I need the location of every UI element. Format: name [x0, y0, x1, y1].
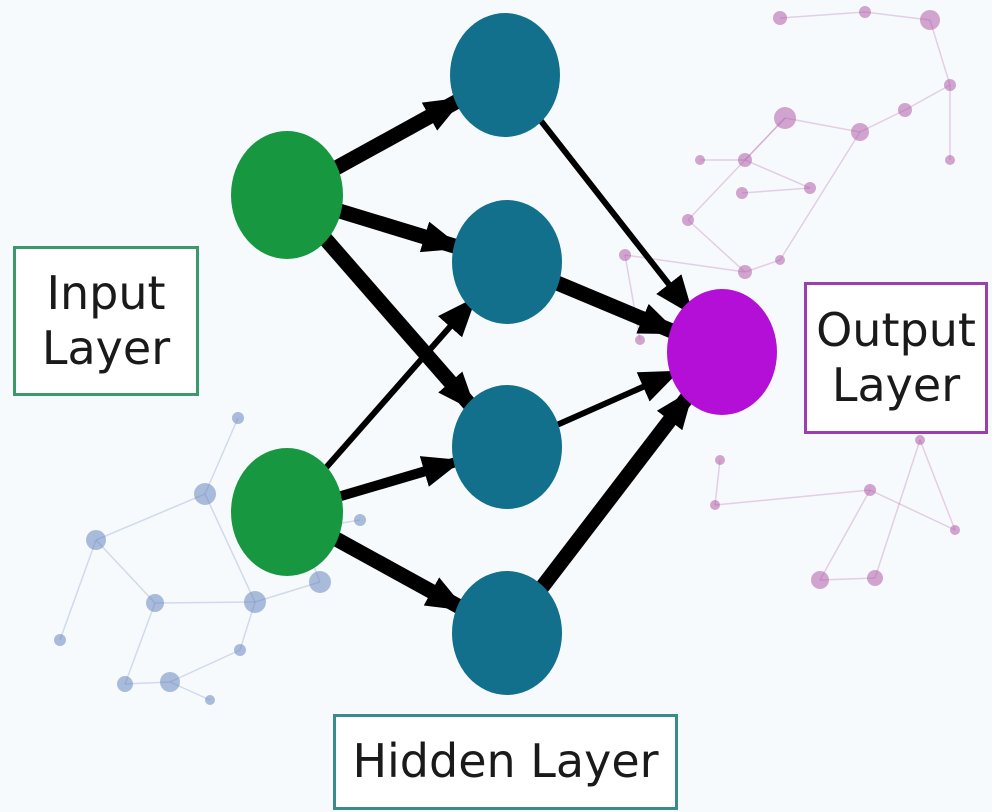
background-dot: [738, 153, 752, 167]
background-dot: [635, 335, 645, 345]
background-dot: [619, 249, 631, 261]
nodes-group: [231, 13, 777, 695]
background-link: [714, 459, 721, 506]
input-layer-label: Input Layer: [13, 246, 199, 396]
background-link: [919, 439, 956, 531]
background-dot: [234, 644, 246, 656]
background-link: [169, 649, 241, 683]
background-link: [784, 117, 861, 133]
background-dot: [232, 412, 244, 424]
connection-input-1-to-hidden-1: [325, 93, 465, 179]
background-link: [95, 493, 206, 541]
connection-hidden-2-to-output-1: [547, 273, 680, 339]
background-link: [741, 187, 811, 194]
background-link: [204, 493, 256, 603]
background-dot: [738, 265, 752, 279]
background-link: [819, 489, 871, 581]
background-link: [154, 601, 256, 604]
output-label-line-2: Layer: [831, 358, 961, 412]
background-link: [779, 131, 861, 261]
background-dot: [117, 676, 133, 692]
hidden-layer-label: Hidden Layer: [333, 714, 678, 810]
background-link: [254, 581, 321, 603]
connection-input-1-to-hidden-2: [330, 201, 463, 254]
connections-group: [312, 93, 697, 615]
background-dot: [354, 514, 366, 526]
connection-hidden-3-to-output-1: [548, 370, 680, 431]
background-dot: [944, 79, 956, 91]
output-label-line-1: Output: [816, 302, 976, 357]
connection-input-2-to-hidden-2: [316, 296, 477, 479]
background-link: [929, 19, 951, 86]
background-dot: [146, 594, 164, 612]
background-dot: [774, 107, 796, 129]
hidden-4-node: [452, 571, 562, 695]
background-dot: [851, 123, 869, 141]
background-dot: [244, 591, 266, 613]
connection-hidden-1-to-output-1: [531, 109, 694, 316]
background-link: [744, 159, 811, 189]
background-dot: [682, 214, 694, 226]
connection-input-2-to-hidden-4: [325, 528, 467, 615]
output-1-node: [667, 289, 777, 415]
background-dot: [945, 155, 955, 165]
background-dot: [194, 483, 216, 505]
background-dot: [811, 571, 829, 589]
background-dot: [867, 570, 883, 586]
background-dot: [710, 500, 720, 510]
background-dot: [898, 103, 912, 117]
background-dot: [205, 695, 215, 705]
background-dot: [736, 187, 748, 199]
background-link: [869, 489, 956, 531]
background-dot: [859, 6, 871, 18]
connection-input-1-to-hidden-3: [312, 225, 479, 413]
hidden-3-node: [452, 385, 562, 509]
background-link: [779, 11, 866, 19]
background-link: [714, 489, 871, 506]
input-label-line-1: Input: [46, 265, 166, 320]
background-link: [904, 84, 951, 111]
background-dot: [804, 182, 816, 194]
background-link: [95, 539, 156, 604]
background-link: [819, 577, 876, 581]
background-dot: [86, 530, 106, 550]
background-link: [687, 117, 786, 221]
background-dot: [864, 484, 876, 496]
background-dot: [695, 155, 705, 165]
connection-hidden-4-to-output-1: [529, 388, 697, 601]
background-dot: [54, 634, 66, 646]
background-link: [687, 219, 746, 273]
input-1-node: [231, 131, 343, 259]
background-dot: [309, 571, 331, 593]
background-dot: [715, 455, 725, 465]
background-link: [204, 417, 239, 495]
background-link: [864, 11, 931, 21]
background-link: [874, 439, 921, 579]
background-dot: [773, 11, 787, 25]
background-dot: [775, 255, 785, 265]
background-link: [124, 602, 156, 685]
background-dot: [160, 672, 180, 692]
connection-input-2-to-hidden-3: [331, 456, 463, 504]
background-dot: [950, 525, 960, 535]
background-dot: [915, 435, 925, 445]
output-layer-label: Output Layer: [804, 282, 988, 434]
hidden-1-node: [450, 13, 560, 137]
input-label-line-2: Layer: [41, 321, 171, 375]
hidden-2-node: [452, 200, 562, 324]
background-dot: [920, 10, 940, 30]
input-2-node: [231, 448, 343, 576]
background-link: [59, 539, 97, 641]
